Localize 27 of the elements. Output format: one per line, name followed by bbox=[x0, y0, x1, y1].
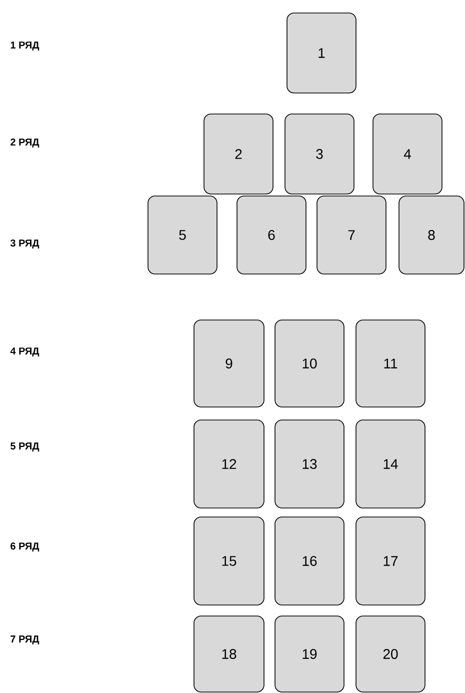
card-box: 6 bbox=[236, 196, 306, 274]
card-box: 3 bbox=[284, 114, 354, 194]
row-label: 4 РЯД bbox=[10, 348, 40, 356]
row-label: 7 РЯД bbox=[10, 636, 40, 644]
row-label: 6 РЯД bbox=[10, 542, 40, 552]
card-box: 8 bbox=[398, 196, 464, 274]
card-box: 18 bbox=[194, 616, 264, 692]
card-box: 2 bbox=[204, 114, 274, 194]
card-box: 4 bbox=[372, 114, 442, 194]
card-box: 9 bbox=[194, 320, 264, 408]
card-box: 10 bbox=[274, 320, 344, 408]
card-box: 17 bbox=[356, 516, 426, 606]
row-label: 2 РЯД bbox=[10, 138, 40, 148]
row-label: 3 РЯД bbox=[10, 240, 40, 248]
row-label: 1 РЯД bbox=[10, 42, 40, 50]
card-box: 11 bbox=[356, 320, 426, 408]
card-box: 19 bbox=[274, 616, 344, 692]
card-box: 15 bbox=[194, 516, 264, 606]
card-box: 14 bbox=[356, 420, 426, 508]
card-box: 12 bbox=[194, 420, 264, 508]
card-box: 7 bbox=[316, 196, 386, 274]
row-label: 5 РЯД bbox=[10, 442, 40, 452]
card-box: 1 bbox=[286, 12, 356, 94]
card-box: 13 bbox=[274, 420, 344, 508]
card-box: 5 bbox=[148, 196, 218, 274]
card-box: 20 bbox=[356, 616, 426, 692]
card-box: 16 bbox=[274, 516, 344, 606]
